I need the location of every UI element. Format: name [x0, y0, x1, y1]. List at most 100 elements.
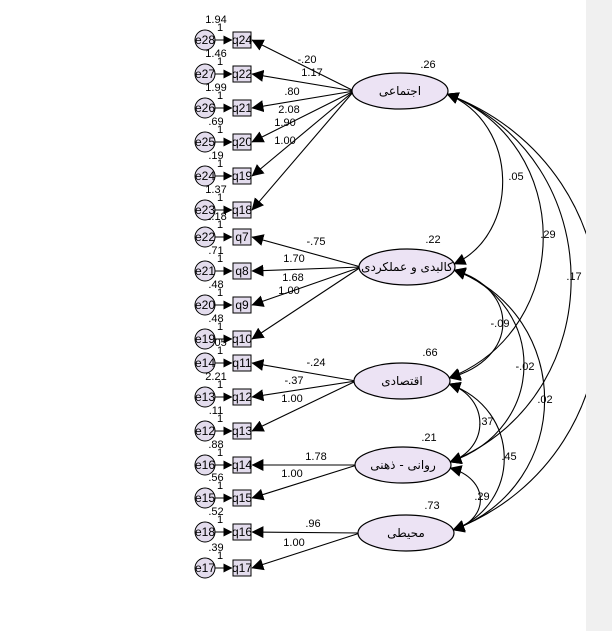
- indicator-label: q11: [232, 356, 251, 370]
- error-label: e17: [195, 561, 215, 575]
- loading-path: [251, 359, 357, 382]
- loading-path: [251, 234, 362, 268]
- latent-ellipse[interactable]: [353, 362, 451, 400]
- indicator-box[interactable]: [232, 422, 252, 440]
- error-label: e13: [195, 390, 215, 404]
- indicator-label: q12: [232, 390, 252, 404]
- error-circle[interactable]: [194, 557, 216, 579]
- covariance-arc: [446, 92, 572, 464]
- error-variance-label: .69: [208, 116, 223, 128]
- covariance-arc: [449, 268, 525, 464]
- error-circle[interactable]: [194, 199, 216, 221]
- error-circle[interactable]: [194, 386, 216, 408]
- latent-label: اقتصادی: [381, 374, 423, 388]
- loading-path: [251, 526, 361, 539]
- error-circle[interactable]: [194, 29, 216, 51]
- error-circle[interactable]: [194, 226, 216, 248]
- error-path-label: 1: [217, 56, 223, 68]
- loading-label: -.75: [307, 236, 326, 248]
- error-variance-label: 1.99: [205, 82, 226, 94]
- error-label: e16: [195, 458, 215, 472]
- error-variance-label: .88: [208, 439, 223, 451]
- indicator-box[interactable]: [232, 296, 252, 314]
- error-circle[interactable]: [194, 294, 216, 316]
- loading-label: -.20: [298, 54, 317, 66]
- error-label: e23: [195, 203, 215, 217]
- loading-label: 1.17: [301, 67, 322, 79]
- error-circle[interactable]: [194, 521, 216, 543]
- indicator-box[interactable]: [232, 167, 252, 185]
- latent-variance-label: .21: [421, 432, 436, 444]
- error-variance-label: .48: [208, 279, 223, 291]
- error-label: e26: [195, 101, 215, 115]
- indicator-label: q19: [232, 169, 252, 183]
- error-variance-label: .39: [208, 542, 223, 554]
- latent-ellipse[interactable]: [354, 446, 452, 484]
- loading-label: -.24: [307, 357, 326, 369]
- indicator-label: q14: [232, 458, 252, 472]
- covariance-arc: [446, 92, 586, 532]
- vertical-scrollbar[interactable]: [586, 0, 612, 631]
- error-circle[interactable]: [194, 487, 216, 509]
- indicator-label: q9: [235, 298, 249, 312]
- error-path-label: 1: [217, 321, 223, 333]
- error-path-label: 1: [217, 480, 223, 492]
- indicator-box[interactable]: [232, 523, 252, 541]
- loading-label: 1.00: [281, 468, 302, 480]
- error-circle[interactable]: [194, 420, 216, 442]
- indicator-box[interactable]: [232, 65, 252, 83]
- loading-path: [251, 90, 355, 177]
- latent-ellipse[interactable]: [358, 248, 456, 286]
- error-label: e24: [195, 169, 215, 183]
- indicator-box[interactable]: [232, 262, 252, 280]
- error-circle[interactable]: [194, 352, 216, 374]
- error-circle[interactable]: [194, 97, 216, 119]
- latent-label: روانی - ذهنی: [370, 458, 436, 473]
- sem-diagram: .05.29.17.31-.09-.02.02.37.45.29 -.2011.…: [194, 14, 586, 579]
- error-circle[interactable]: [194, 260, 216, 282]
- indicator-box[interactable]: [232, 201, 252, 219]
- loading-label: 1.70: [283, 253, 304, 265]
- indicator-box[interactable]: [232, 330, 252, 348]
- error-path-label: 1: [217, 90, 223, 102]
- loading-path: [251, 39, 355, 92]
- error-variance-label: 1.94: [205, 14, 226, 26]
- indicator-box[interactable]: [232, 489, 252, 507]
- indicator-box[interactable]: [232, 559, 252, 577]
- error-circle[interactable]: [194, 165, 216, 187]
- indicator-box[interactable]: [232, 31, 252, 49]
- error-path-label: 1: [217, 379, 223, 391]
- error-label: e15: [195, 491, 215, 505]
- error-path-label: 1: [217, 158, 223, 170]
- latent-ellipse[interactable]: [357, 514, 455, 552]
- covariance-label: .17: [566, 271, 581, 283]
- error-variance-label: .71: [208, 245, 223, 257]
- loading-path: [251, 532, 361, 571]
- error-path-label: 1: [217, 192, 223, 204]
- indicator-box[interactable]: [232, 354, 252, 372]
- loading-path: [251, 380, 357, 402]
- error-path-label: 1: [217, 287, 223, 299]
- indicator-box[interactable]: [232, 99, 252, 117]
- covariance-label: -.02: [516, 361, 535, 373]
- covariance-label: .45: [501, 451, 516, 463]
- error-path-label: 1: [217, 219, 223, 231]
- indicator-box[interactable]: [232, 388, 252, 406]
- latent-label: محیطی: [387, 526, 425, 540]
- indicator-box[interactable]: [232, 456, 252, 474]
- loading-path: [251, 90, 355, 211]
- loading-label: 2.08: [278, 104, 299, 116]
- error-variance-label: 1.37: [205, 184, 226, 196]
- indicator-box[interactable]: [232, 133, 252, 151]
- latent-ellipse[interactable]: [351, 72, 449, 110]
- covariance-label: -.09: [491, 318, 510, 330]
- error-circle[interactable]: [194, 63, 216, 85]
- latent-variance-label: .26: [420, 59, 435, 71]
- loading-label: 1.90: [274, 117, 295, 129]
- error-circle[interactable]: [194, 328, 216, 350]
- error-circle[interactable]: [194, 131, 216, 153]
- indicator-box[interactable]: [232, 228, 252, 246]
- covariance-label: .37: [478, 416, 493, 428]
- error-circle[interactable]: [194, 454, 216, 476]
